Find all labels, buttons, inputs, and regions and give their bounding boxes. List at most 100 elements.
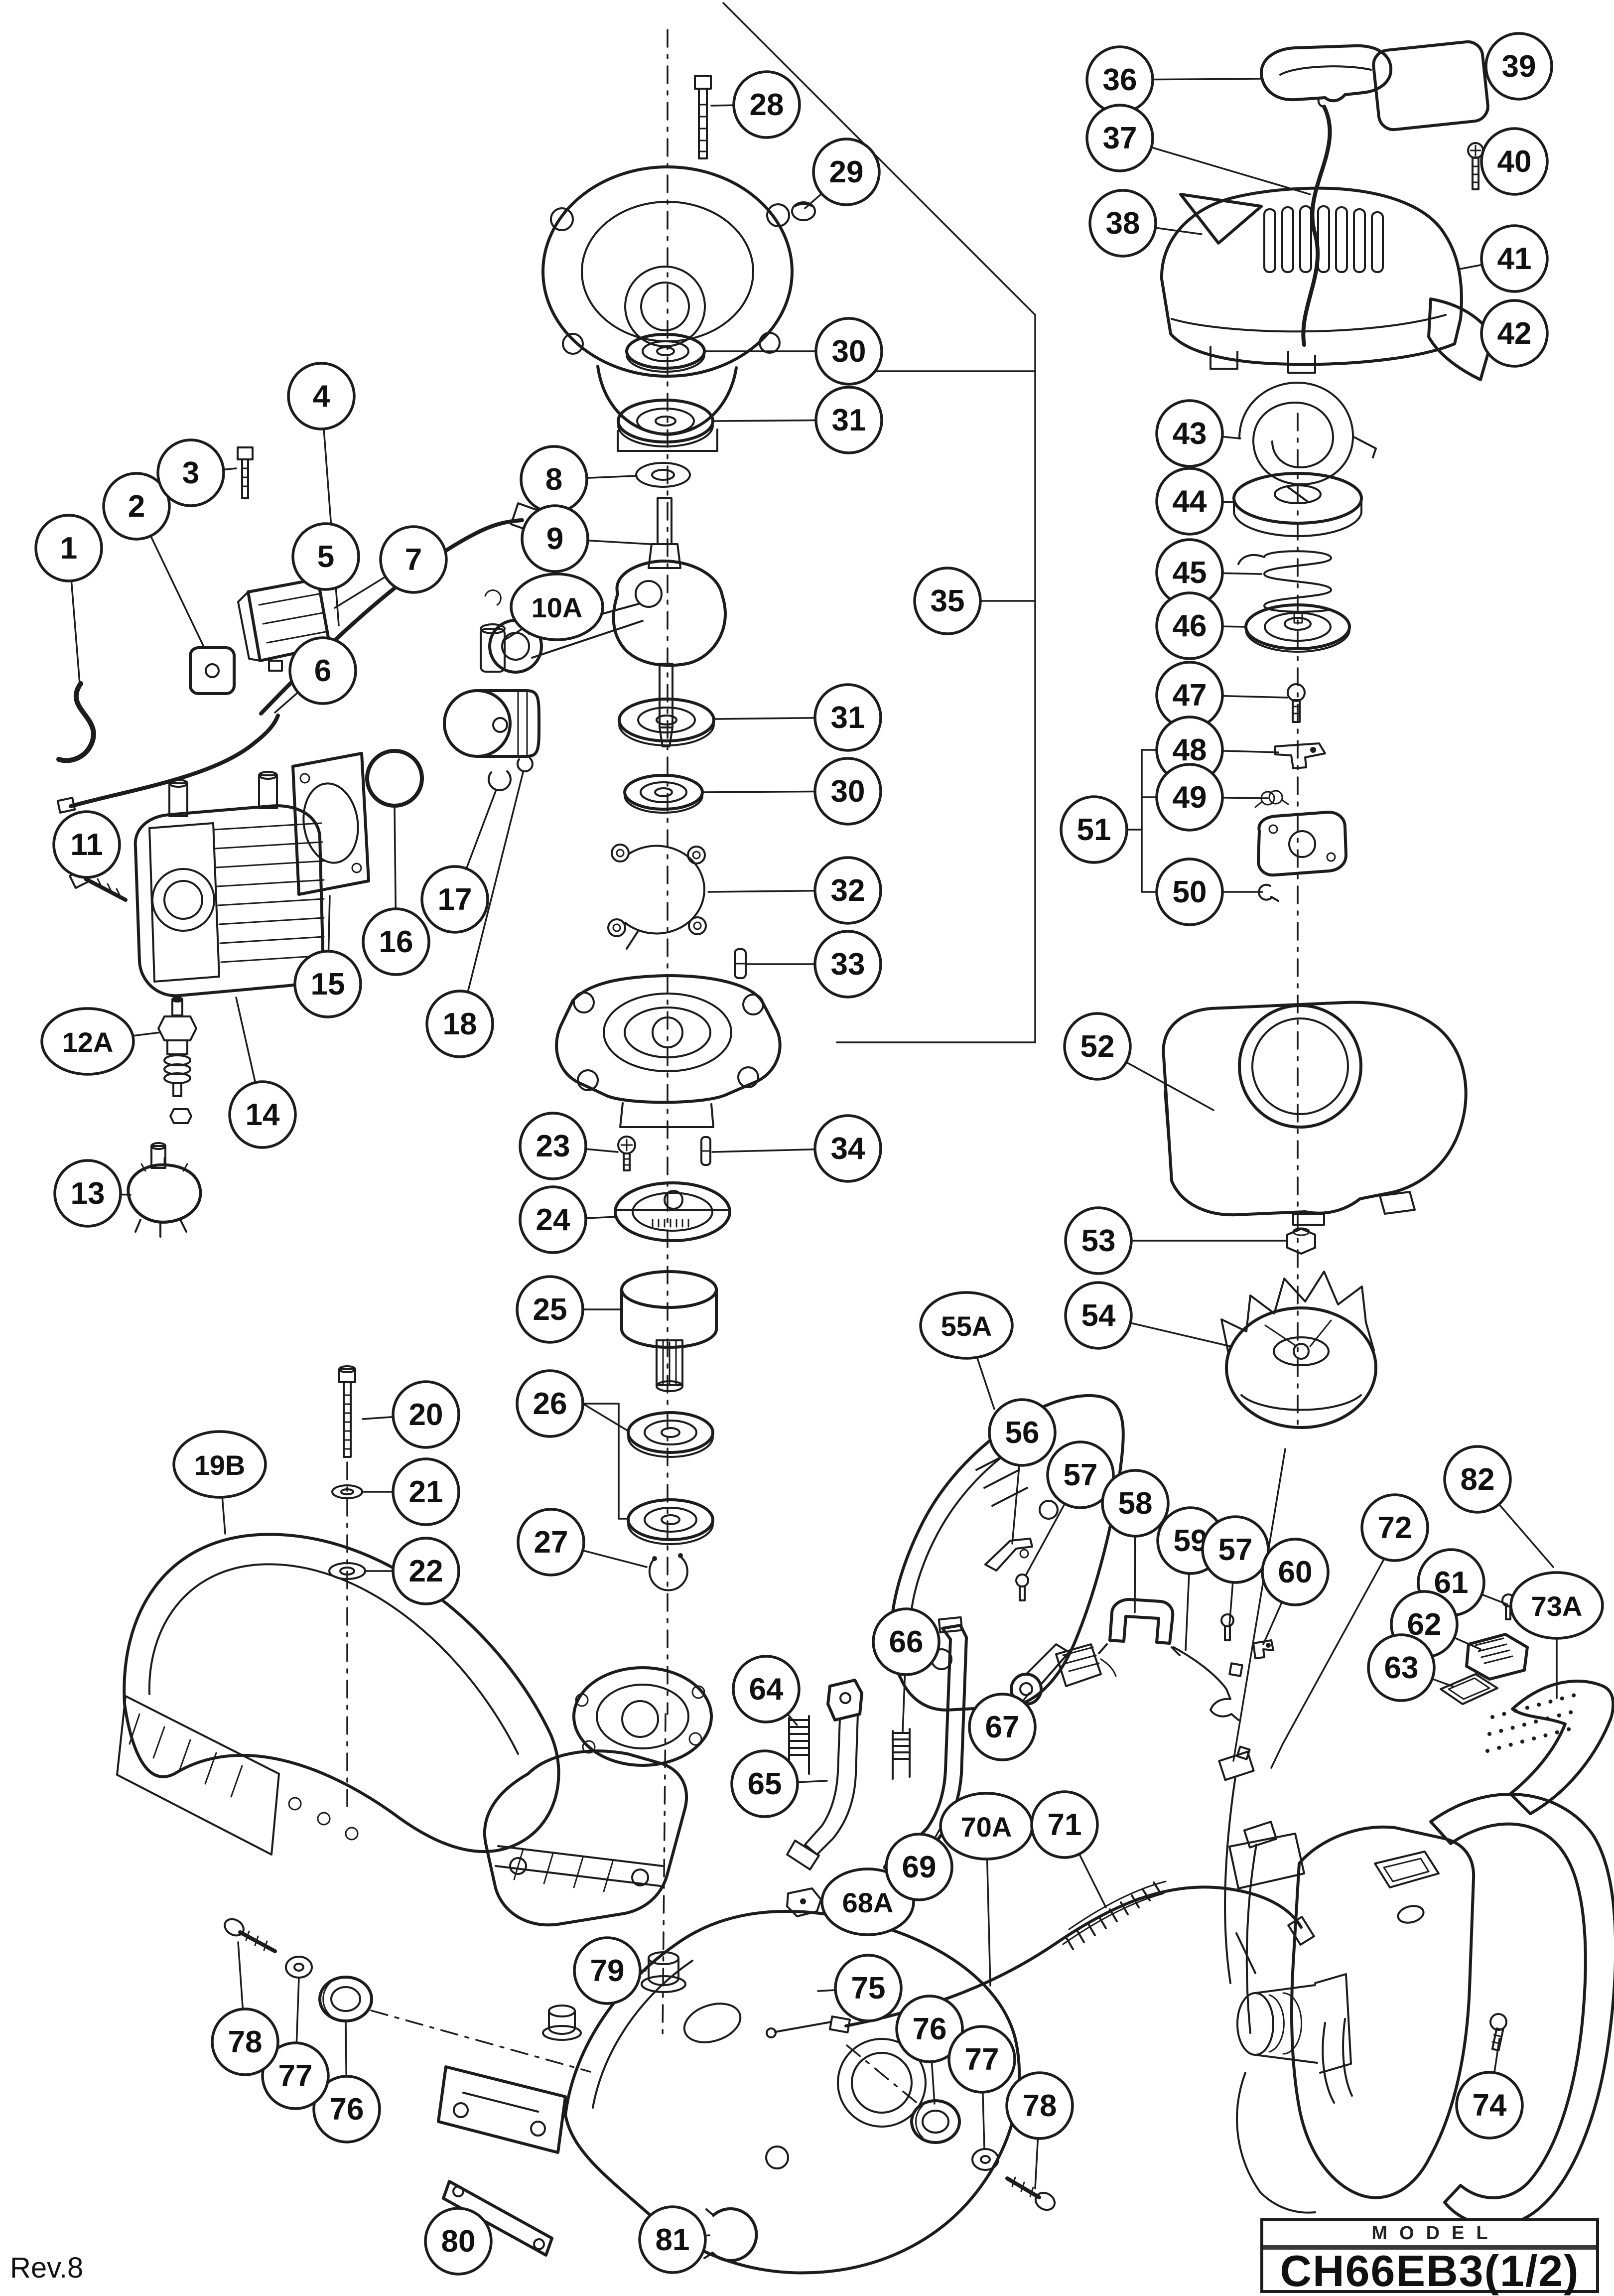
balloon-circle <box>1030 1790 1099 1859</box>
balloon-26[interactable]: 26 <box>516 1369 584 1438</box>
balloon-74[interactable]: 74 <box>1455 2071 1524 2140</box>
balloon-37[interactable]: 37 <box>1085 104 1154 172</box>
balloon-12A[interactable]: 12A <box>40 1007 135 1076</box>
balloon-47[interactable]: 47 <box>1155 661 1224 729</box>
balloon-60[interactable]: 60 <box>1261 1538 1330 1606</box>
balloon-81[interactable]: 81 <box>638 2205 707 2274</box>
balloon-79[interactable]: 79 <box>573 1936 642 2005</box>
balloon-49[interactable]: 49 <box>1155 763 1224 832</box>
balloon-3[interactable]: 3 <box>156 438 225 507</box>
balloon-52[interactable]: 52 <box>1063 1012 1132 1081</box>
balloon-78[interactable]: 78 <box>1005 2071 1074 2140</box>
balloon-25[interactable]: 25 <box>516 1275 584 1344</box>
balloon-70A[interactable]: 70A <box>939 1792 1034 1861</box>
balloon-59[interactable]: 59 <box>1156 1506 1225 1575</box>
balloon-77[interactable]: 77 <box>261 2041 330 2110</box>
balloon-63[interactable]: 63 <box>1367 1633 1436 1702</box>
balloon-19B[interactable]: 19B <box>172 1430 267 1499</box>
balloon-67[interactable]: 67 <box>968 1693 1037 1761</box>
balloon-43[interactable]: 43 <box>1155 399 1224 468</box>
balloon-6[interactable]: 6 <box>288 636 357 705</box>
balloon-34[interactable]: 34 <box>813 1114 882 1183</box>
balloon-56[interactable]: 56 <box>988 1398 1057 1467</box>
balloon-66[interactable]: 66 <box>872 1607 941 1676</box>
balloon-30[interactable]: 30 <box>813 757 882 826</box>
balloon-15[interactable]: 15 <box>293 950 362 1018</box>
balloon-35[interactable]: 35 <box>913 567 982 635</box>
balloon-circle <box>362 907 430 976</box>
balloon-27[interactable]: 27 <box>517 1508 585 1577</box>
balloon-54[interactable]: 54 <box>1064 1281 1133 1350</box>
balloon-82[interactable]: 82 <box>1443 1445 1512 1514</box>
balloon-24[interactable]: 24 <box>519 1185 587 1254</box>
balloon-44[interactable]: 44 <box>1155 467 1224 536</box>
balloon-51[interactable]: 51 <box>1060 795 1128 864</box>
balloon-53[interactable]: 53 <box>1064 1206 1133 1275</box>
balloon-46[interactable]: 46 <box>1155 591 1224 660</box>
balloon-16[interactable]: 16 <box>362 907 430 976</box>
balloon-42[interactable]: 42 <box>1480 299 1549 368</box>
balloon-71[interactable]: 71 <box>1030 1790 1099 1859</box>
balloon-55A[interactable]: 55A <box>919 1291 1014 1360</box>
balloon-7[interactable]: 7 <box>379 525 448 594</box>
balloon-73A[interactable]: 73A <box>1509 1571 1604 1640</box>
balloon-65[interactable]: 65 <box>730 1749 799 1818</box>
balloon-57[interactable]: 57 <box>1046 1440 1115 1509</box>
balloon-75[interactable]: 75 <box>834 1954 903 2022</box>
balloon-72[interactable]: 72 <box>1360 1493 1429 1562</box>
balloon-31[interactable]: 31 <box>814 386 883 454</box>
coil-bolt-drawing <box>237 446 254 499</box>
balloon-29[interactable]: 29 <box>812 138 881 206</box>
balloon-18[interactable]: 18 <box>425 990 494 1058</box>
balloon-10A[interactable]: 10A <box>510 573 604 641</box>
balloon-23[interactable]: 23 <box>519 1112 587 1180</box>
balloon-33[interactable]: 33 <box>813 930 882 999</box>
balloon-28[interactable]: 28 <box>732 70 801 139</box>
balloon-78[interactable]: 78 <box>211 2008 279 2076</box>
balloon-41[interactable]: 41 <box>1480 224 1549 293</box>
balloon-circle <box>1063 1012 1132 1081</box>
balloon-number: 76 <box>913 2012 947 2046</box>
balloon-number: 32 <box>831 873 865 908</box>
balloon-31[interactable]: 31 <box>813 683 882 752</box>
balloon-38[interactable]: 38 <box>1088 189 1157 258</box>
balloon-45[interactable]: 45 <box>1155 538 1224 607</box>
revision-label: Rev.8 <box>10 2252 84 2284</box>
balloon-1[interactable]: 1 <box>34 514 103 582</box>
balloon-number: 77 <box>278 2059 313 2093</box>
balloon-58[interactable]: 58 <box>1101 1469 1170 1538</box>
balloon-11[interactable]: 11 <box>52 810 121 879</box>
balloon-circle <box>516 1369 584 1438</box>
balloon-13[interactable]: 13 <box>53 1159 122 1228</box>
balloon-17[interactable]: 17 <box>420 865 489 934</box>
balloon-76[interactable]: 76 <box>895 1995 964 2063</box>
balloon-20[interactable]: 20 <box>392 1380 460 1449</box>
balloon-39[interactable]: 39 <box>1484 32 1553 101</box>
balloon-77[interactable]: 77 <box>947 2025 1016 2094</box>
balloon-40[interactable]: 40 <box>1480 127 1549 196</box>
balloon-36[interactable]: 36 <box>1085 45 1154 114</box>
balloon-30[interactable]: 30 <box>814 317 883 386</box>
balloon-32[interactable]: 32 <box>813 856 882 925</box>
balloon-5[interactable]: 5 <box>291 522 360 591</box>
balloon-number: 42 <box>1497 316 1532 351</box>
balloon-9[interactable]: 9 <box>521 504 589 573</box>
balloon-22[interactable]: 22 <box>392 1537 460 1605</box>
balloon-number: 56 <box>1005 1416 1040 1450</box>
balloon-8[interactable]: 8 <box>520 445 588 514</box>
balloon-64[interactable]: 64 <box>732 1655 801 1723</box>
construction-lines-layer <box>346 2 1299 2108</box>
balloon-62[interactable]: 62 <box>1390 1590 1459 1659</box>
balloon-76[interactable]: 76 <box>312 2075 381 2144</box>
balloon-number: 54 <box>1081 1298 1116 1333</box>
balloon-57[interactable]: 57 <box>1201 1515 1270 1584</box>
balloon-4[interactable]: 4 <box>287 362 356 430</box>
balloon-69[interactable]: 69 <box>885 1833 953 1901</box>
balloon-50[interactable]: 50 <box>1155 858 1224 926</box>
balloon-14[interactable]: 14 <box>228 1080 297 1149</box>
balloon-number: 2 <box>128 489 145 524</box>
balloon-80[interactable]: 80 <box>424 2207 493 2276</box>
balloon-number: 16 <box>379 925 413 959</box>
balloon-21[interactable]: 21 <box>392 1457 460 1526</box>
balloon-2[interactable]: 2 <box>102 472 171 541</box>
